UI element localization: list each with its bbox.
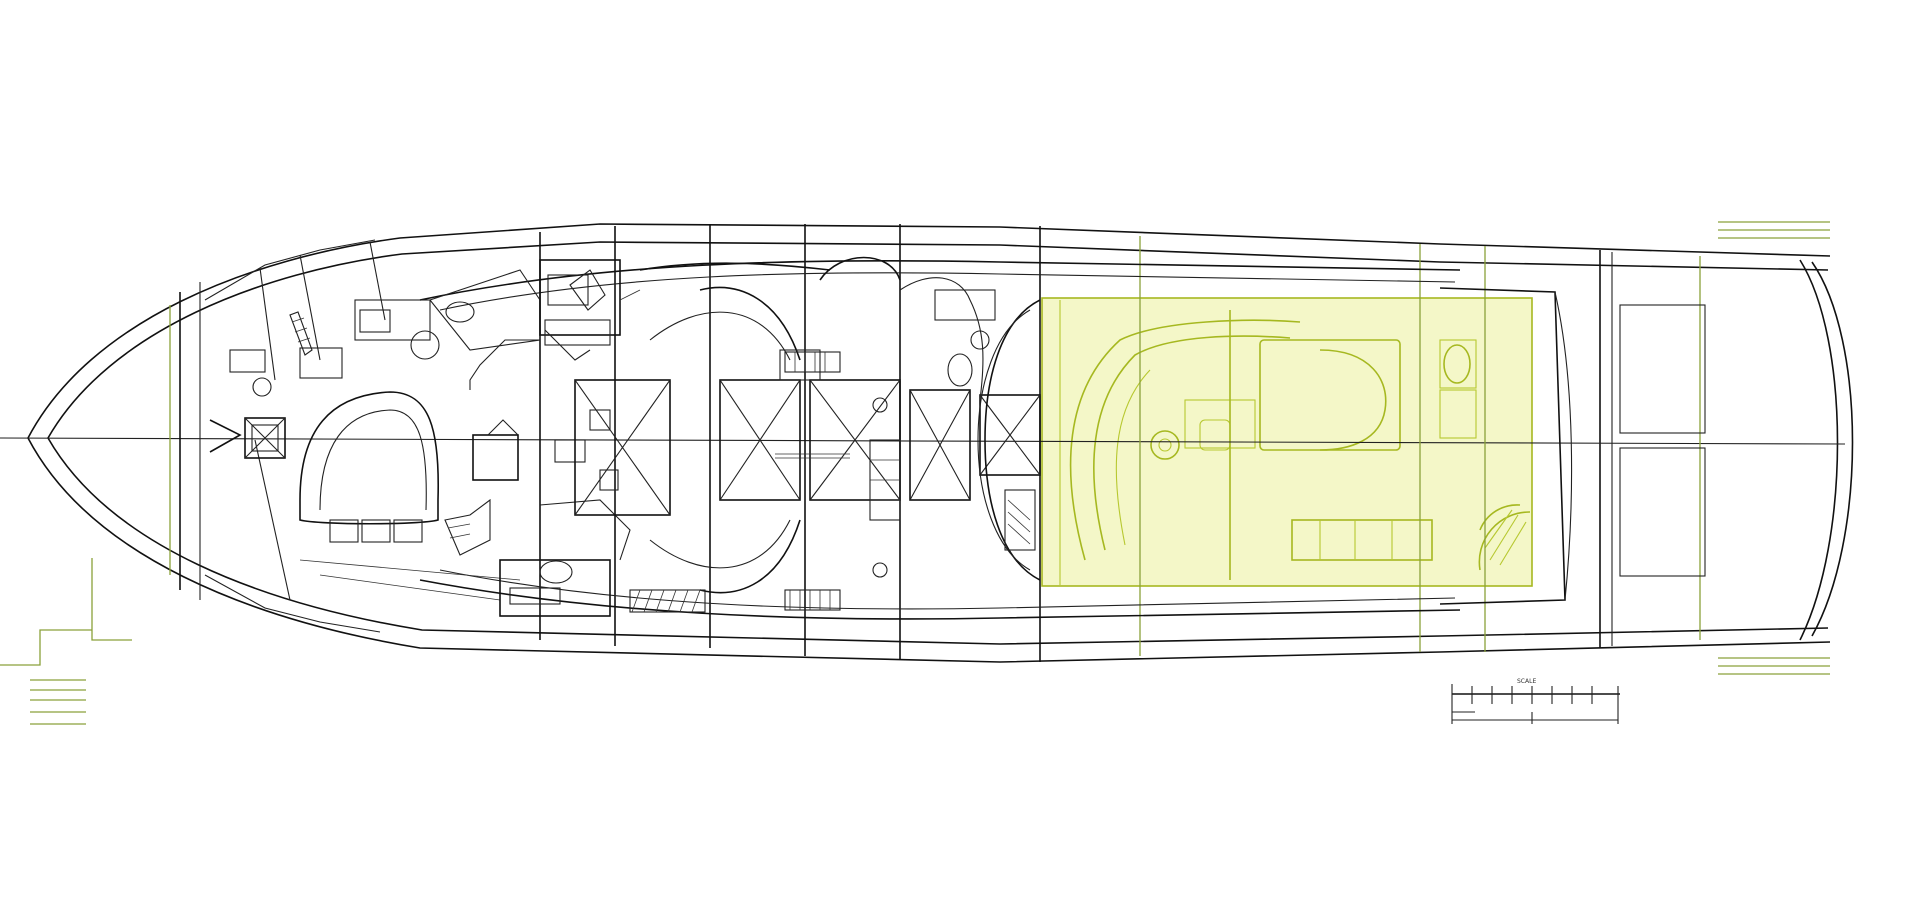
guest-cabins bbox=[354, 259, 631, 617]
annotation-bracket bbox=[0, 558, 132, 725]
centerline bbox=[0, 437, 1846, 445]
forward-cabin bbox=[204, 239, 521, 633]
scale-bar: SCALE bbox=[1451, 678, 1620, 724]
midship-cabins bbox=[544, 256, 1041, 613]
companionways bbox=[574, 379, 1041, 516]
scale-label: SCALE bbox=[1517, 678, 1536, 685]
annotation-notes bbox=[1718, 221, 1830, 675]
